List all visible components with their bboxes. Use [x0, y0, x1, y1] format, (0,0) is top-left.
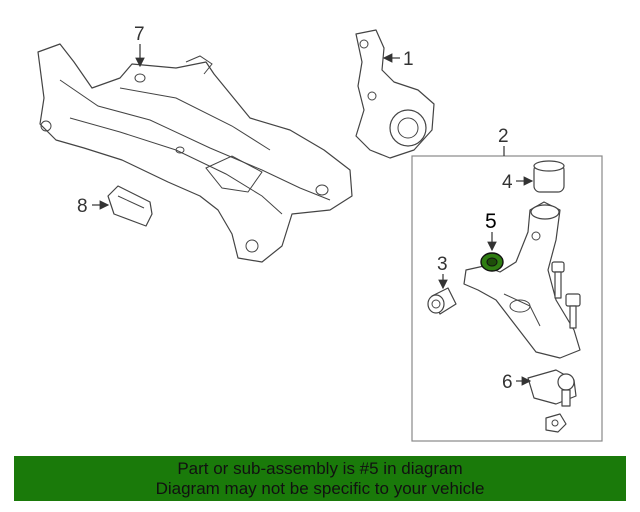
bolt-lower [565, 293, 581, 329]
callout-3: 3 [437, 254, 448, 275]
front-bushing-highlighted [480, 252, 504, 272]
bracket [107, 185, 153, 227]
parts-diagram: 1 2 3 4 5 6 7 8 [37, 24, 603, 442]
callout-6: 6 [502, 372, 513, 393]
callout-8: 8 [77, 196, 88, 217]
callout-2: 2 [498, 126, 509, 147]
callout-4: 4 [502, 172, 513, 193]
footer-line-2: Diagram may not be specific to your vehi… [155, 479, 485, 498]
bushing [427, 287, 457, 315]
callout-7: 7 [134, 24, 145, 45]
rear-bushing [533, 160, 565, 193]
lower-control-arm [463, 201, 581, 359]
steering-knuckle [355, 29, 435, 159]
subframe-assembly [37, 43, 353, 263]
footer-line-1: Part or sub-assembly is #5 in diagram [177, 459, 463, 478]
callout-5: 5 [485, 210, 497, 233]
callout-1: 1 [403, 49, 414, 70]
nut [545, 413, 567, 433]
footer-banner: Part or sub-assembly is #5 in diagram Di… [14, 456, 626, 501]
bolt-upper [551, 261, 565, 299]
ball-joint [527, 369, 577, 407]
assembly-box [411, 155, 603, 442]
